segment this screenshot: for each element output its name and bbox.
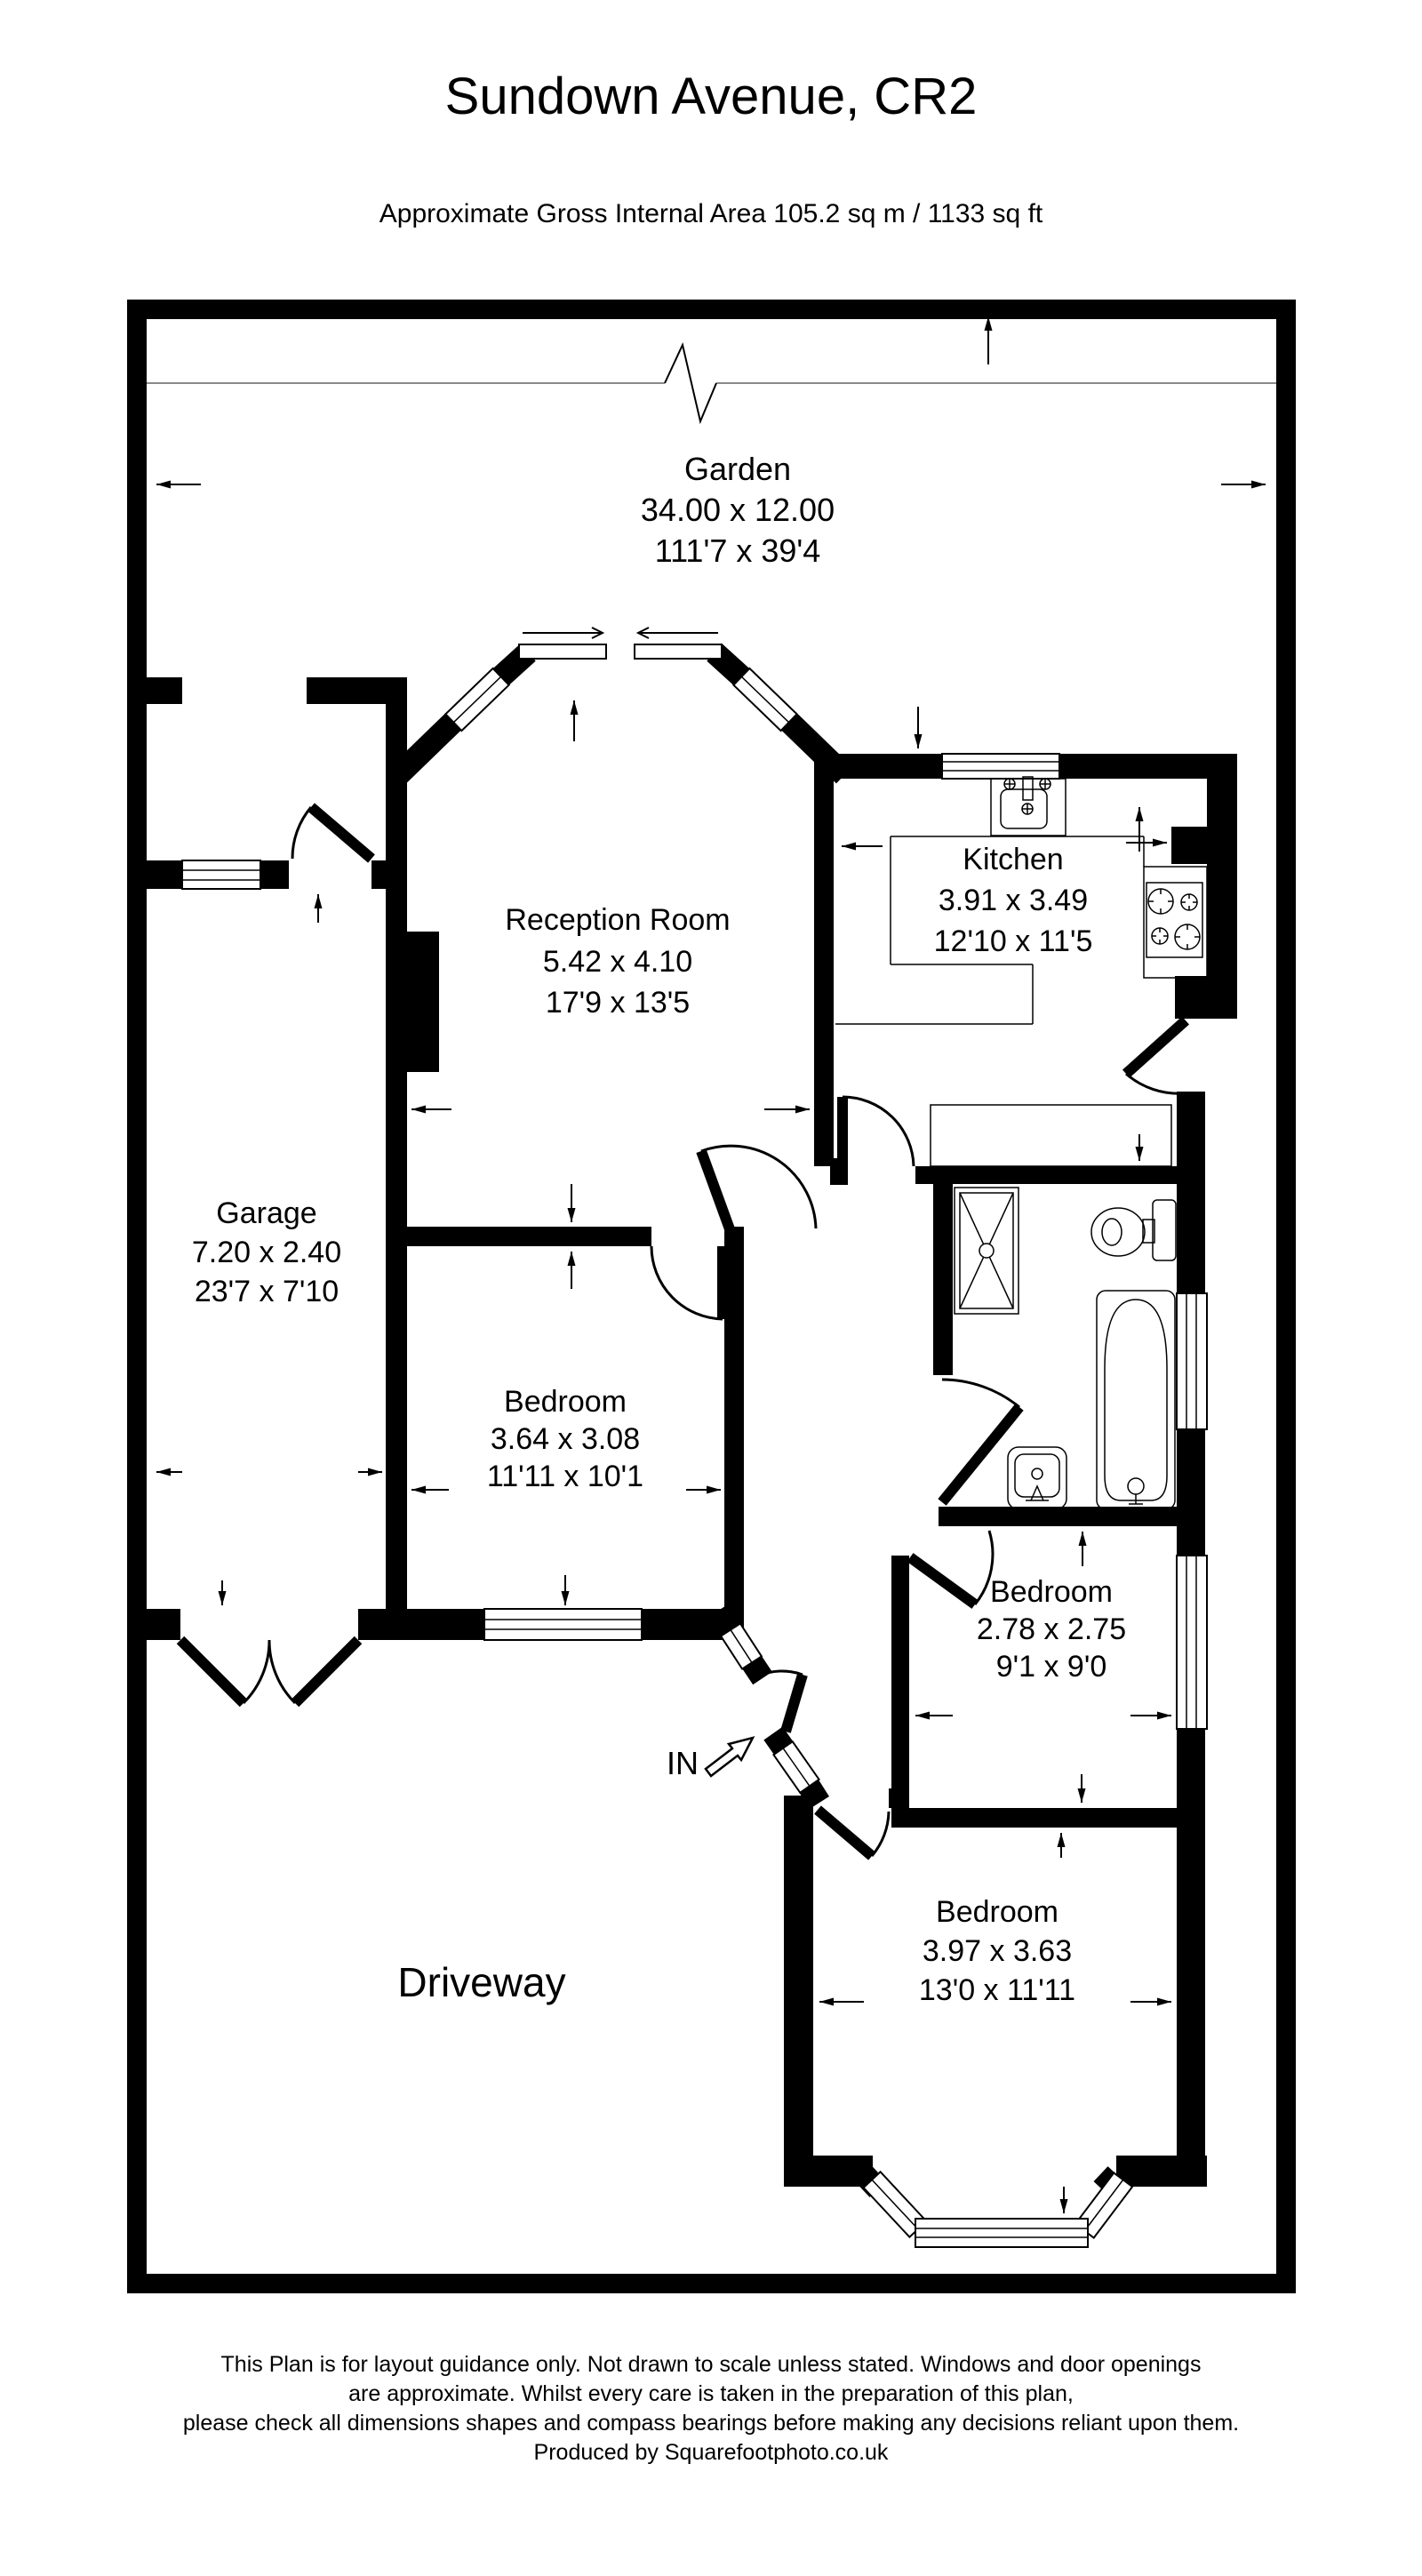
kitchen-cupboard xyxy=(930,1104,1172,1167)
bedroom1-dim-metric: 3.64 x 3.08 xyxy=(491,1422,640,1456)
site-boundary xyxy=(127,300,1296,2293)
entrance-window-lower xyxy=(772,1740,820,1795)
bathroom-fixtures xyxy=(954,1187,1177,1510)
doors xyxy=(176,803,1190,1860)
garden-dim-metric: 34.00 x 12.00 xyxy=(641,492,835,528)
disclaimer-line4: Produced by Squarefootphoto.co.uk xyxy=(534,2440,889,2465)
bath-icon xyxy=(1096,1290,1176,1510)
bedroom2-label: Bedroom xyxy=(990,1575,1113,1609)
garden-break-line xyxy=(147,341,1276,425)
front-door xyxy=(756,1669,808,1733)
garage-dim-imperial: 23'7 x 7'10 xyxy=(195,1275,339,1308)
toilet-icon xyxy=(1090,1199,1177,1261)
kitchen-fixtures xyxy=(835,776,1208,1167)
kitchen-label: Kitchen xyxy=(963,843,1063,876)
bedroom1-dim-imperial: 11'11 x 10'1 xyxy=(487,1460,643,1493)
hob-icon xyxy=(1146,882,1203,958)
bedroom2-door xyxy=(907,1530,995,1609)
chimney-breast xyxy=(407,932,439,1072)
bedroom3-label: Bedroom xyxy=(936,1895,1059,1929)
bedroom1-window xyxy=(483,1608,643,1641)
disclaimer-line1: This Plan is for layout guidance only. N… xyxy=(221,2352,1202,2377)
dimension-arrows xyxy=(156,316,1266,2213)
windows xyxy=(181,667,1208,2248)
entrance-in-arrow-icon xyxy=(704,1736,755,1778)
garden-dim-imperial: 111'7 x 39'4 xyxy=(655,532,821,569)
garage-label: Garage xyxy=(216,1196,316,1230)
entrance-in-label: IN xyxy=(667,1745,699,1781)
reception-dim-imperial: 17'9 x 13'5 xyxy=(546,986,690,1020)
disclaimer-line2: are approximate. Whilst every care is ta… xyxy=(348,2381,1074,2406)
bedroom2-window xyxy=(1176,1555,1208,1730)
kitchen-side-door xyxy=(1122,1016,1190,1095)
reception-door xyxy=(696,1144,818,1239)
patio-doors xyxy=(518,627,723,660)
garden-label: Garden xyxy=(684,451,791,487)
room-labels: Reception Room 5.42 x 4.10 17'9 x 13'5 K… xyxy=(192,843,1126,2007)
bedroom1-label: Bedroom xyxy=(504,1385,627,1419)
bay-window-left xyxy=(443,667,511,732)
reception-dim-metric: 5.42 x 4.10 xyxy=(543,945,692,979)
garage-window xyxy=(181,860,261,890)
hall-kitchen-door xyxy=(837,1095,915,1167)
kitchen-counter xyxy=(835,836,1208,1167)
garage-double-door xyxy=(176,1636,363,1708)
entrance-window-upper xyxy=(719,1622,763,1670)
disclaimer-line3: please check all dimensions shapes and c… xyxy=(183,2411,1239,2436)
walls xyxy=(137,644,1237,2197)
kitchen-dim-metric: 3.91 x 3.49 xyxy=(939,884,1088,917)
bedroom2-dim-metric: 2.78 x 2.75 xyxy=(977,1612,1126,1646)
bedroom3-door xyxy=(814,1805,891,1860)
garage-dim-metric: 7.20 x 2.40 xyxy=(192,1236,341,1269)
bedroom3-dim-metric: 3.97 x 3.63 xyxy=(923,1934,1072,1968)
kitchen-dim-imperial: 12'10 x 11'5 xyxy=(934,924,1093,958)
bedroom1-door xyxy=(650,1245,728,1321)
page-subtitle: Approximate Gross Internal Area 105.2 sq… xyxy=(379,199,1043,228)
page-title: Sundown Avenue, CR2 xyxy=(445,68,978,125)
bathroom-door xyxy=(938,1378,1024,1506)
reception-label: Reception Room xyxy=(505,903,730,937)
garage-side-door xyxy=(291,803,375,863)
bathroom-window xyxy=(1176,1292,1208,1430)
disclaimer: This Plan is for layout guidance only. N… xyxy=(183,2352,1239,2465)
patio-door-arrow-left xyxy=(635,627,718,639)
kitchen-window xyxy=(941,753,1060,780)
bedroom3-dim-imperial: 13'0 x 11'11 xyxy=(919,1973,1075,2007)
bay-window-right xyxy=(731,667,799,732)
shower-icon xyxy=(954,1187,1019,1315)
bed3-bay-window-front xyxy=(915,2218,1089,2248)
patio-door-arrow-right xyxy=(523,627,605,639)
basin-icon xyxy=(1007,1446,1067,1510)
kitchen-sink-icon xyxy=(990,776,1066,836)
bedroom2-dim-imperial: 9'1 x 9'0 xyxy=(996,1650,1107,1684)
driveway-label: Driveway xyxy=(397,1959,565,2005)
